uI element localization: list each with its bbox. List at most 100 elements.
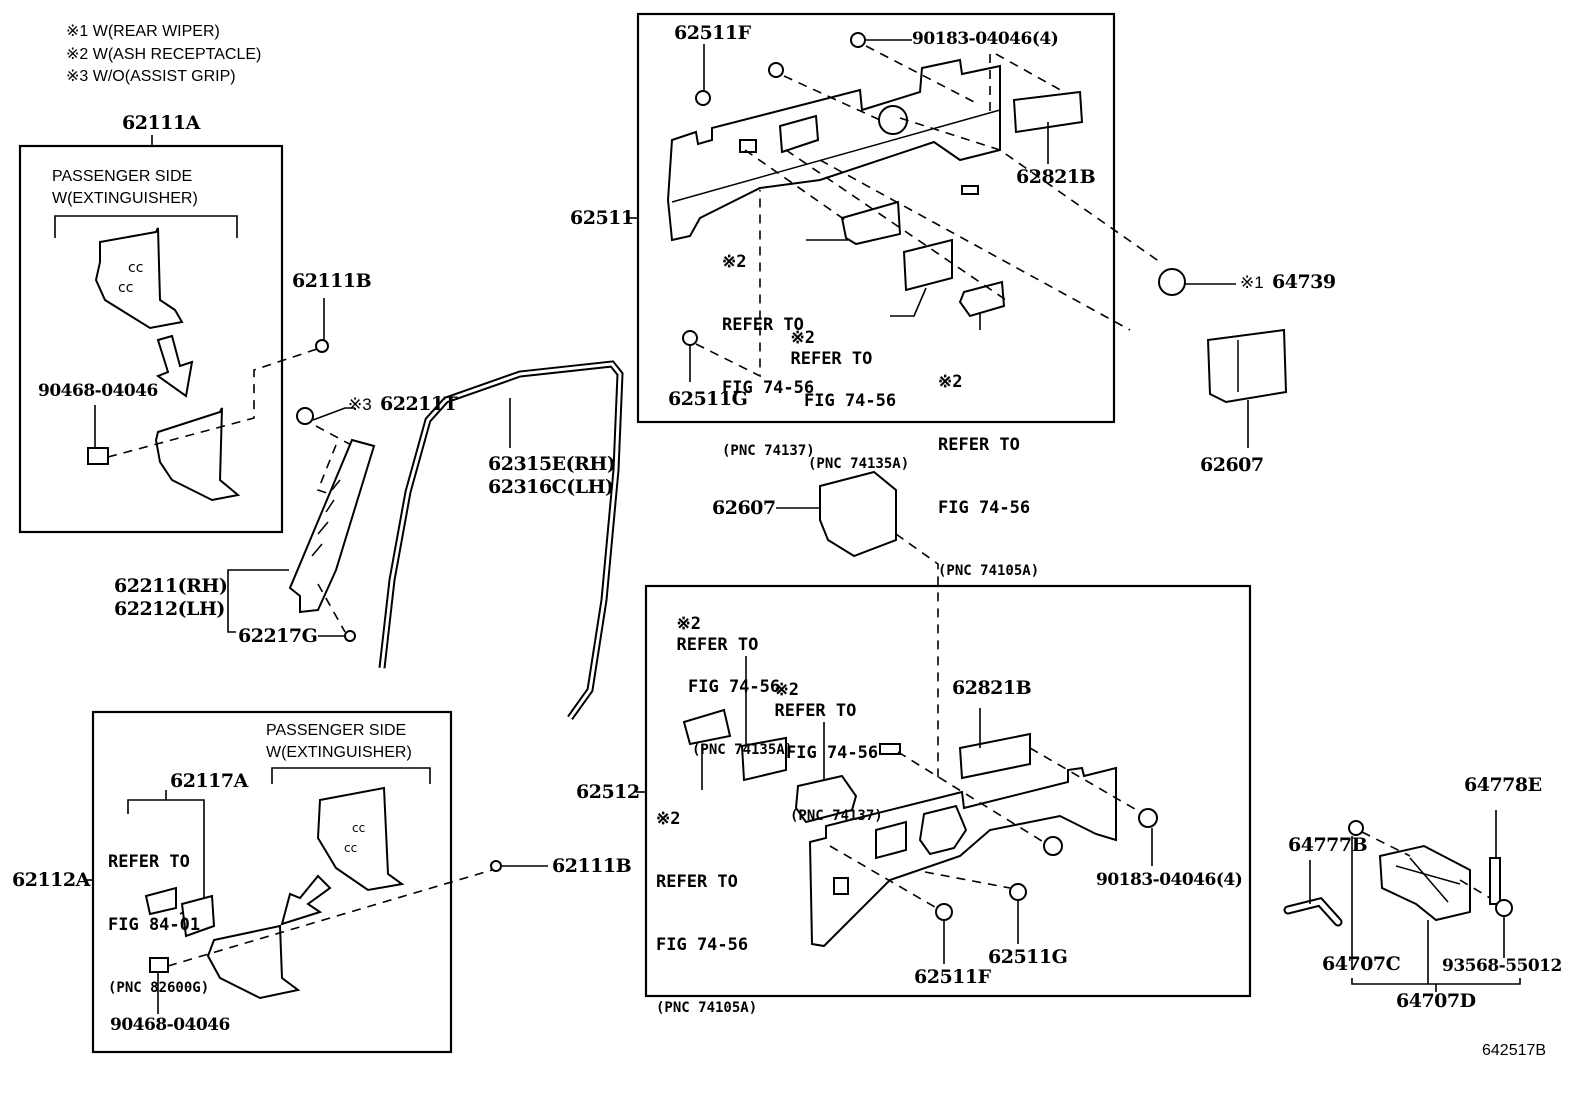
nut-90183-lower-b xyxy=(1138,808,1158,828)
ash-receptacle-74137-lower xyxy=(794,774,858,824)
leader-62211T xyxy=(312,407,355,421)
refer-line: REFER TO xyxy=(938,435,1020,455)
bracket-64707D-label xyxy=(1351,978,1521,985)
refer-fig[interactable]: FIG 74-56 xyxy=(786,743,879,763)
refer-pnc: (PNC 74135A) xyxy=(808,456,910,472)
refer-line: REFER TO xyxy=(722,315,804,335)
nut-90183-lower-a xyxy=(1043,836,1063,856)
kick-panel-standard-lower xyxy=(206,924,301,1000)
caption-extinguisher-2: W(EXTINGUISHER) xyxy=(266,744,412,761)
label-62607-right[interactable]: 62607 xyxy=(1200,454,1264,476)
refer-pnc: (PNC 82600G) xyxy=(108,980,210,996)
label-62111B-top[interactable]: 62111B xyxy=(292,270,372,292)
label-90183-04046-upper[interactable]: 90183-04046(4) xyxy=(912,29,1059,49)
refer-line: REFER TO xyxy=(108,852,190,872)
clip-90468-upper xyxy=(87,447,109,465)
mark-64739: ※1 xyxy=(1240,273,1264,292)
bracket-extinguisher-2 xyxy=(271,767,431,784)
kick-panel-standard xyxy=(154,407,241,502)
label-62316C-lh[interactable]: 62316C(LH) xyxy=(488,476,614,498)
pillar-rib xyxy=(331,479,341,491)
refer-fig[interactable]: FIG 74-56 xyxy=(804,391,897,411)
dash-receptacles xyxy=(744,149,1131,331)
refer-mark: ※2 xyxy=(790,328,815,348)
label-62511G-lower[interactable]: 62511G xyxy=(988,946,1068,968)
arrow-down-icon xyxy=(155,334,194,398)
label-62211T[interactable]: 62211T xyxy=(380,393,458,415)
label-64707C[interactable]: 64707C xyxy=(1322,953,1401,975)
weatherstrip-outer xyxy=(378,360,624,721)
dash-64739 xyxy=(899,117,1161,263)
label-62821B-upper[interactable]: 62821B xyxy=(1016,166,1096,188)
label-62607-center[interactable]: 62607 xyxy=(712,497,776,519)
dash-62607-center xyxy=(895,533,939,780)
refer-pnc: (PNC 74105A) xyxy=(938,563,1040,579)
panel-hole xyxy=(739,139,757,153)
refer-74105A-upper: ※2 REFER TO FIG 74-56 (PNC 74105A) xyxy=(938,330,1039,603)
cover-62821B-lower xyxy=(958,732,1031,780)
refer-pnc: (PNC 74135A) xyxy=(692,742,794,758)
label-64778E[interactable]: 64778E xyxy=(1464,774,1542,796)
pillar-rib xyxy=(317,521,329,535)
group-64707D xyxy=(1283,810,1521,992)
nut-90183-top xyxy=(850,32,866,48)
label-62512[interactable]: 62512 xyxy=(576,781,640,803)
panel-62512 xyxy=(636,584,1252,998)
caption-passenger-side-2: PASSENGER SIDE xyxy=(266,722,407,739)
label-62211-rh[interactable]: 62211(RH) xyxy=(114,575,228,597)
label-62212-lh[interactable]: 62212(LH) xyxy=(114,598,225,620)
label-62315E-rh[interactable]: 62315E(RH) xyxy=(488,453,616,475)
refer-mark: ※2 xyxy=(656,809,681,829)
label-93568-55012[interactable]: 93568-55012 xyxy=(1442,956,1562,976)
label-62111A[interactable]: 62111A xyxy=(122,112,200,134)
label-90183-04046-lower[interactable]: 90183-04046(4) xyxy=(1096,870,1243,890)
refer-74137-lower: ※2 REFER TO FIG 74-56 (PNC 74137) xyxy=(754,659,882,848)
label-62511G-upper[interactable]: 62511G xyxy=(668,388,748,410)
bracket-extinguisher-1 xyxy=(54,215,238,238)
clip-62511G-upper xyxy=(682,330,698,346)
note-3: ※3 W/O(ASSIST GRIP) xyxy=(66,68,236,85)
label-62111B-bottom[interactable]: 62111B xyxy=(552,855,632,877)
label-64707D[interactable]: 64707D xyxy=(1396,990,1476,1012)
refer-fig[interactable]: FIG 74-56 xyxy=(722,378,815,398)
rear-wiper-grommet-64739 xyxy=(1158,268,1186,296)
label-90468-04046-lower[interactable]: 90468-04046 xyxy=(110,1015,230,1035)
refer-mark: ※2 xyxy=(676,614,701,634)
pillar-group xyxy=(227,360,624,721)
label-90468-04046-upper[interactable]: 90468-04046 xyxy=(38,381,158,401)
refer-line: REFER TO xyxy=(676,635,759,655)
label-62821B-lower[interactable]: 62821B xyxy=(952,677,1032,699)
cover-82600G xyxy=(144,886,177,916)
assist-grip-cover-62607-right xyxy=(1206,328,1288,404)
pillar-rib xyxy=(325,499,335,513)
clip-62111B-top xyxy=(315,339,329,353)
speaker-grille-lower xyxy=(918,804,968,856)
note-1: ※1 W(REAR WIPER) xyxy=(66,23,220,40)
dash-pillar xyxy=(315,425,356,495)
refer-fig[interactable]: FIG 74-56 xyxy=(656,935,749,955)
panel-62511 xyxy=(626,12,1161,424)
ash-receptacle-74137 xyxy=(840,200,902,246)
refer-fig[interactable]: FIG 74-56 xyxy=(938,498,1031,518)
label-62511F-lower[interactable]: 62511F xyxy=(914,966,991,988)
refer-74105A-lower: ※2 REFER TO FIG 74-56 (PNC 74105A) xyxy=(656,767,757,1040)
clip-64707C xyxy=(1348,820,1364,836)
label-62217G[interactable]: 62217G xyxy=(238,625,318,647)
refer-74137-upper: ※2 REFER TO FIG 74-56 (PNC 74137) xyxy=(722,210,815,483)
refer-pnc: (PNC 74137) xyxy=(722,443,815,459)
trim-panel-upper xyxy=(666,58,1001,242)
clip-62211T xyxy=(296,407,314,425)
label-62117A[interactable]: 62117A xyxy=(170,770,248,792)
dash-62217G xyxy=(317,583,346,633)
label-62511F-upper[interactable]: 62511F xyxy=(674,22,751,44)
label-62112A[interactable]: 62112A xyxy=(12,869,90,891)
pillar-rib xyxy=(311,543,323,557)
refer-pnc: (PNC 74105A) xyxy=(656,1000,758,1016)
clip-mark: cc xyxy=(344,841,357,855)
refer-fig[interactable]: FIG 84-01 xyxy=(108,915,201,935)
label-62511[interactable]: 62511 xyxy=(570,207,634,229)
refer-fig[interactable]: FIG 74-56 xyxy=(688,677,781,697)
label-64777B[interactable]: 64777B xyxy=(1288,834,1368,856)
label-64739[interactable]: 64739 xyxy=(1272,271,1336,293)
kick-panel-extinguisher xyxy=(94,227,184,330)
